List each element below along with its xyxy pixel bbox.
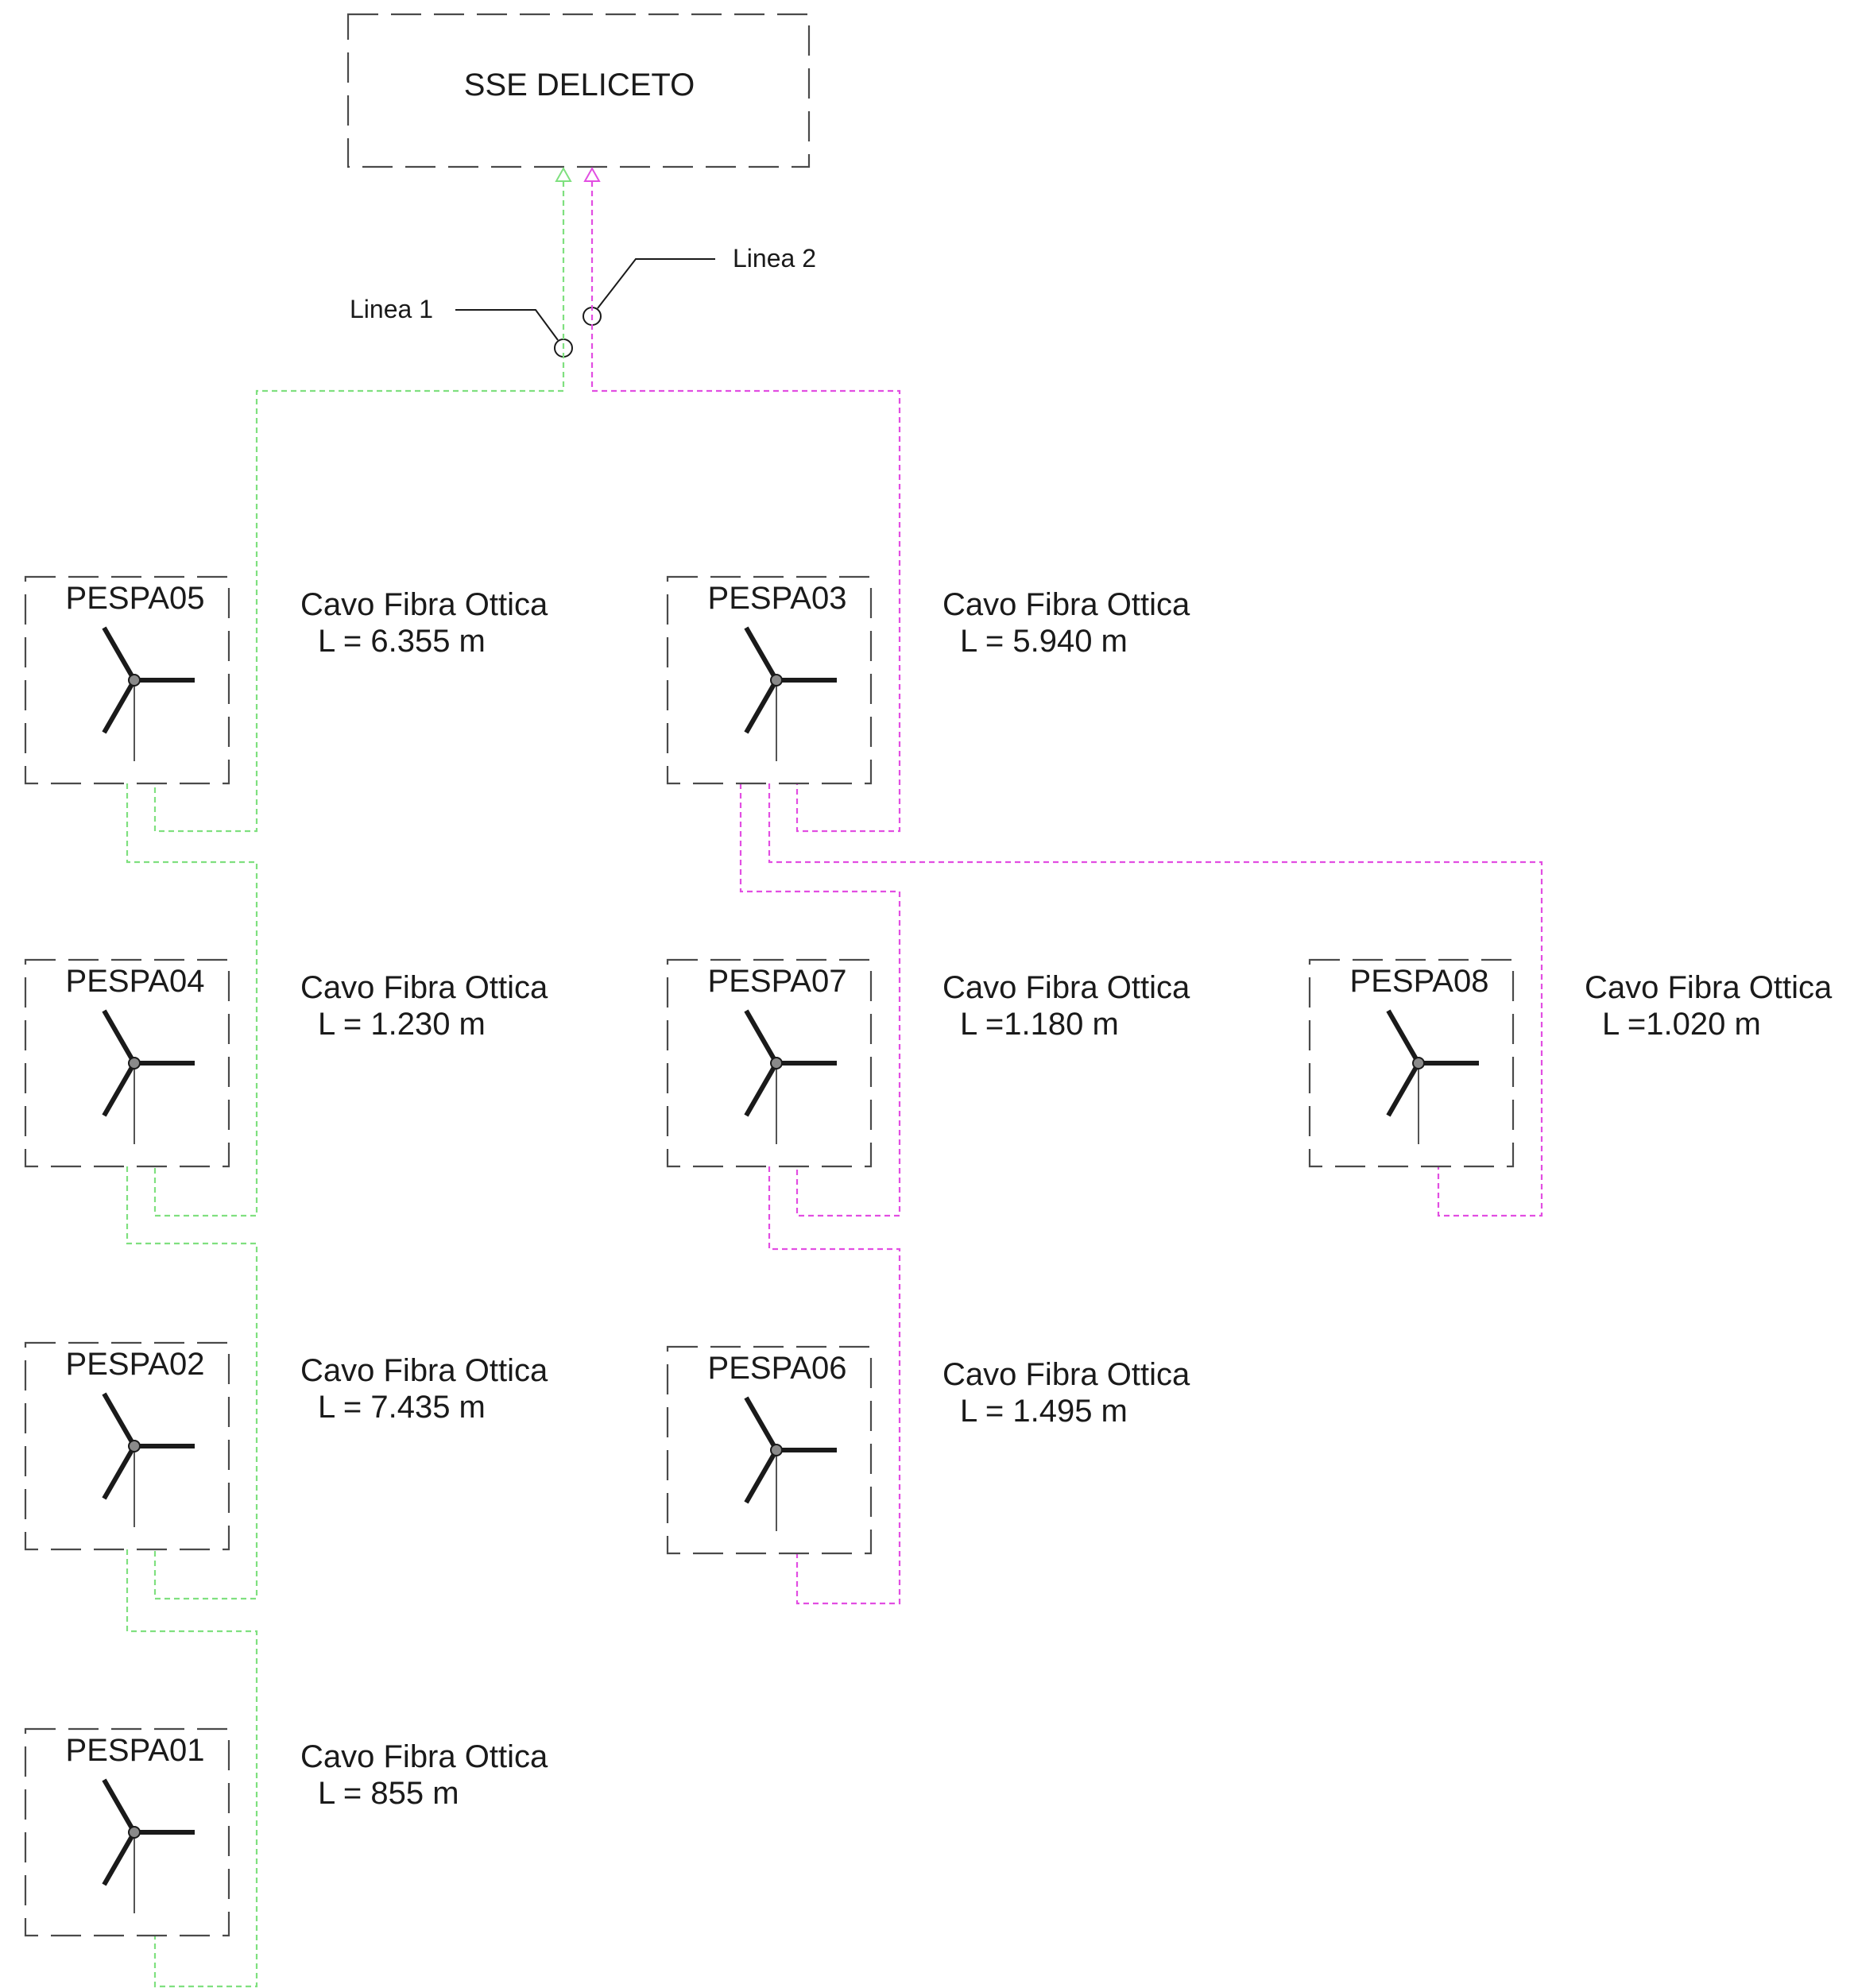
cable-length: L = 6.355 m xyxy=(318,624,486,659)
turbine-id: PESPA02 xyxy=(66,1347,205,1382)
cable-label: Cavo Fibra Ottica xyxy=(942,970,1190,1005)
line1-link-02-01 xyxy=(126,1549,258,1988)
turbine-hub xyxy=(128,674,141,687)
turbine-hub xyxy=(128,1826,141,1839)
turbine-id: PESPA05 xyxy=(66,581,205,616)
cable-label: Cavo Fibra Ottica xyxy=(300,1353,548,1388)
turbine-id: PESPA08 xyxy=(1350,964,1489,999)
turbine-box xyxy=(24,575,230,785)
turbine-hub xyxy=(770,1444,783,1456)
turbine-hub xyxy=(128,1440,141,1452)
line1-link-04-02 xyxy=(126,1166,258,1600)
turbine-id: PESPA04 xyxy=(66,964,205,999)
cable-length: L =1.180 m xyxy=(960,1007,1119,1042)
turbine-blade xyxy=(102,626,137,682)
cable-length: L = 1.495 m xyxy=(960,1394,1128,1429)
turbine-blade xyxy=(744,1396,779,1452)
line1-label: Linea 1 xyxy=(350,295,433,323)
turbine-hub xyxy=(770,674,783,687)
turbine-blade xyxy=(102,1392,137,1448)
turbine-blade xyxy=(744,1009,779,1065)
cable-length: L = 1.230 m xyxy=(318,1007,486,1042)
cable-label: Cavo Fibra Ottica xyxy=(300,1739,548,1774)
line1-link-05-04 xyxy=(126,783,258,1217)
turbine-blade xyxy=(102,1778,137,1834)
turbine-id: PESPA06 xyxy=(708,1351,847,1386)
line2-cable xyxy=(590,181,1543,1605)
cable-length: L = 855 m xyxy=(318,1776,459,1811)
cable-label: Cavo Fibra Ottica xyxy=(942,587,1190,622)
turbine-blade xyxy=(102,1009,137,1065)
turbine-box xyxy=(666,958,873,1168)
turbine-box xyxy=(666,575,873,785)
turbine-blade xyxy=(744,1448,779,1504)
turbine-blade xyxy=(1386,1062,1421,1117)
line2-link-03-07 xyxy=(739,783,901,1217)
turbine-blade xyxy=(744,1062,779,1117)
turbine-hub xyxy=(128,1057,141,1069)
line2-arrowhead xyxy=(583,166,601,182)
turbine-box xyxy=(24,1341,230,1551)
turbine-blade xyxy=(102,1062,137,1117)
turbine-id: PESPA01 xyxy=(66,1733,205,1768)
turbine-blade xyxy=(1386,1009,1421,1065)
turbine-id: PESPA03 xyxy=(708,581,847,616)
turbine-hub xyxy=(1412,1057,1425,1069)
line2-link-07-06 xyxy=(768,1166,901,1605)
line2-label: Linea 2 xyxy=(733,244,816,273)
cable-label: Cavo Fibra Ottica xyxy=(942,1357,1190,1392)
cable-label: Cavo Fibra Ottica xyxy=(300,970,548,1005)
turbine-box xyxy=(24,1727,230,1937)
line1-callout: Linea 1 xyxy=(350,295,573,358)
cable-length: L = 5.940 m xyxy=(960,624,1128,659)
line2-callout: Linea 2 xyxy=(583,244,816,326)
line2-link-03-08 xyxy=(768,783,1543,1217)
line1-leader xyxy=(455,309,559,341)
line2-leader xyxy=(597,258,715,309)
line1-arrowhead xyxy=(555,166,572,182)
turbine-box xyxy=(666,1345,873,1555)
turbine-box xyxy=(24,958,230,1168)
turbine-blade xyxy=(102,1831,137,1886)
turbine-blade xyxy=(102,1445,137,1500)
substation-box xyxy=(346,13,811,168)
turbine-id: PESPA07 xyxy=(708,964,847,999)
turbine-hub xyxy=(770,1057,783,1069)
turbine-box xyxy=(1308,958,1515,1168)
line1-cable xyxy=(126,181,565,1988)
substation-label: SSE DELICETO xyxy=(464,68,695,102)
turbine-blade xyxy=(102,679,137,734)
cable-length: L = 7.435 m xyxy=(318,1390,486,1425)
substation: SSE DELICETO xyxy=(346,13,811,168)
cable-label: Cavo Fibra Ottica xyxy=(300,587,548,622)
cable-label: Cavo Fibra Ottica xyxy=(1585,970,1833,1005)
line1-trunk xyxy=(153,181,565,833)
cable-length: L =1.020 m xyxy=(1602,1007,1761,1042)
line2-trunk xyxy=(590,181,901,833)
turbine-blade xyxy=(744,679,779,734)
turbine-blade xyxy=(744,626,779,682)
